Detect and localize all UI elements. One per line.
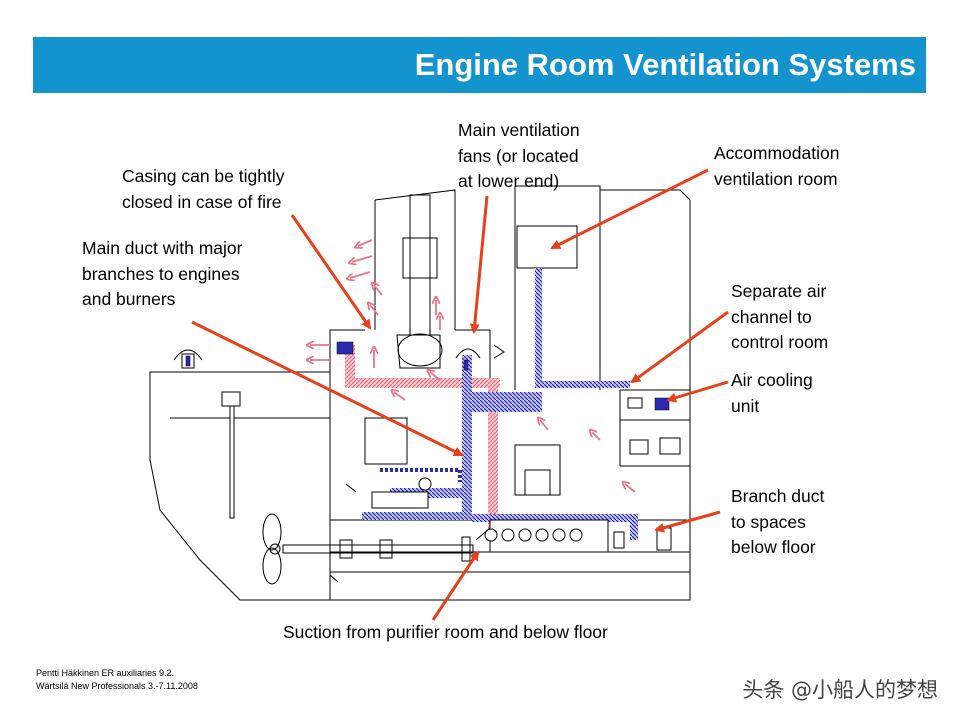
machinery bbox=[221, 391, 681, 553]
label-main-fans: Main ventilation fans (or located at low… bbox=[458, 120, 580, 191]
accommodation-fan-box bbox=[516, 225, 578, 269]
label-branch-duct: Branch duct to spaces below floor bbox=[731, 486, 825, 557]
pointer-arrows bbox=[191, 168, 729, 621]
label-separate-channel: Separate air channel to control room bbox=[731, 281, 829, 352]
label-suction: Suction from purifier room and below flo… bbox=[283, 622, 608, 642]
air-flow-arrows bbox=[310, 239, 636, 493]
watermark: 头条 @小船人的梦想 bbox=[742, 678, 938, 702]
page-title: Engine Room Ventilation Systems bbox=[414, 47, 916, 82]
label-air-cooling: Air cooling unit bbox=[731, 370, 813, 416]
exhaust-duct-blue bbox=[362, 268, 638, 540]
roof-vents bbox=[173, 348, 481, 369]
footer-credit: Pentti Häkkinen ER auxiliaries 9.2. Wärt… bbox=[36, 668, 198, 691]
blue-fan-units bbox=[185, 341, 670, 411]
title-banner: Engine Room Ventilation Systems bbox=[33, 37, 926, 93]
label-casing: Casing can be tightly closed in case of … bbox=[122, 166, 285, 212]
funnel-casing bbox=[396, 194, 443, 369]
label-main-duct: Main duct with major branches to engines… bbox=[82, 238, 243, 309]
propeller-shaft bbox=[262, 513, 474, 585]
label-accommodation: Accommodation ventilation room bbox=[714, 143, 840, 189]
black-flow-arrows bbox=[329, 344, 505, 583]
